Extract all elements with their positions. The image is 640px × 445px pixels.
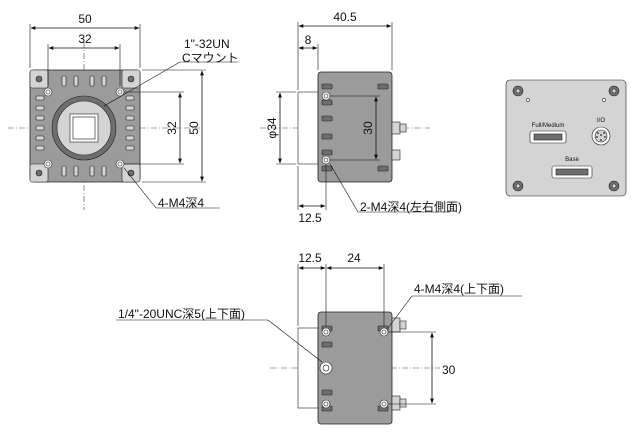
- rear-small-hole-2: [602, 98, 606, 102]
- front-dim-inner-width: 32: [78, 32, 92, 46]
- bottom-connector-2: [399, 320, 407, 330]
- bottom-flange: [297, 327, 319, 409]
- side-dim-offset: 12.5: [298, 211, 322, 225]
- bottom-holes-leader: [387, 295, 413, 329]
- bottom-tripod-hole: [319, 361, 333, 375]
- front-dim-inner-height: 32: [165, 121, 179, 135]
- side-holes-leader: [329, 163, 359, 213]
- front-holes-leader: [123, 167, 157, 209]
- side-dim-length: 40.5: [333, 10, 357, 24]
- front-view: 50 32 32 50 1"-32UN Cマウント 4-M4深4: [8, 12, 239, 210]
- side-dim-hole-spacing: 30: [361, 121, 375, 135]
- front-mount-label-1: 1"-32UN: [184, 37, 230, 51]
- bottom-connector-3: [391, 395, 401, 411]
- rear-label-base: Base: [565, 157, 579, 163]
- front-holes-label: 4-M4深4: [158, 196, 204, 210]
- bottom-view: 12.5 24 30 1/4"-20UNC深5(上下面) 4-M4深4(上下面): [116, 251, 522, 425]
- front-dim-width: 50: [78, 12, 92, 26]
- front-mount-leader: [103, 61, 181, 107]
- rear-connector-full-medium-pins: [533, 133, 563, 141]
- side-dim-flange: 8: [305, 33, 312, 47]
- bottom-tripod-hole-inner: [322, 364, 330, 372]
- bottom-connector-1: [391, 317, 401, 333]
- bottom-body: [317, 311, 393, 425]
- bottom-holes-label: 4-M4深4(上下面): [414, 282, 504, 296]
- bottom-dim-offset: 12.5: [298, 251, 322, 265]
- rear-label-io: I/O: [597, 118, 605, 124]
- rear-connector-io-pins: [596, 132, 606, 141]
- bottom-tripod-leader: [267, 319, 323, 363]
- side-connector-2: [399, 123, 407, 133]
- bottom-connector-4: [399, 398, 407, 408]
- side-flange: [297, 91, 319, 165]
- rear-small-hole-1: [526, 98, 530, 102]
- bottom-dim-spacing: 24: [347, 251, 361, 265]
- front-dim-height: 50: [187, 121, 201, 135]
- rear-view: Full/Medium I/O Base: [505, 79, 627, 197]
- front-mount-label-2: Cマウント: [182, 51, 239, 65]
- bottom-tripod-label: 1/4"-20UNC深5(上下面): [118, 307, 245, 321]
- bottom-dim-hole-spacing: 30: [442, 363, 456, 377]
- side-connector-1: [391, 121, 401, 135]
- side-holes-label: 2-M4深4(左右側面): [360, 199, 462, 214]
- front-corner-screws: [35, 75, 135, 177]
- rear-label-full-medium: Full/Medium: [532, 123, 565, 129]
- bottom-m4-holes: [321, 327, 389, 409]
- rear-connector-base-pins: [555, 168, 589, 176]
- rear-corner-screws: [512, 85, 620, 192]
- front-sensor-window: [69, 113, 99, 143]
- side-dim-diameter: φ34: [265, 117, 279, 138]
- side-connector-3: [391, 149, 401, 161]
- front-sensor-inner: [72, 116, 96, 140]
- side-view: 40.5 8 φ34 30 12.5 2-M4深4(左右側面): [260, 10, 462, 225]
- front-fins: [35, 75, 135, 177]
